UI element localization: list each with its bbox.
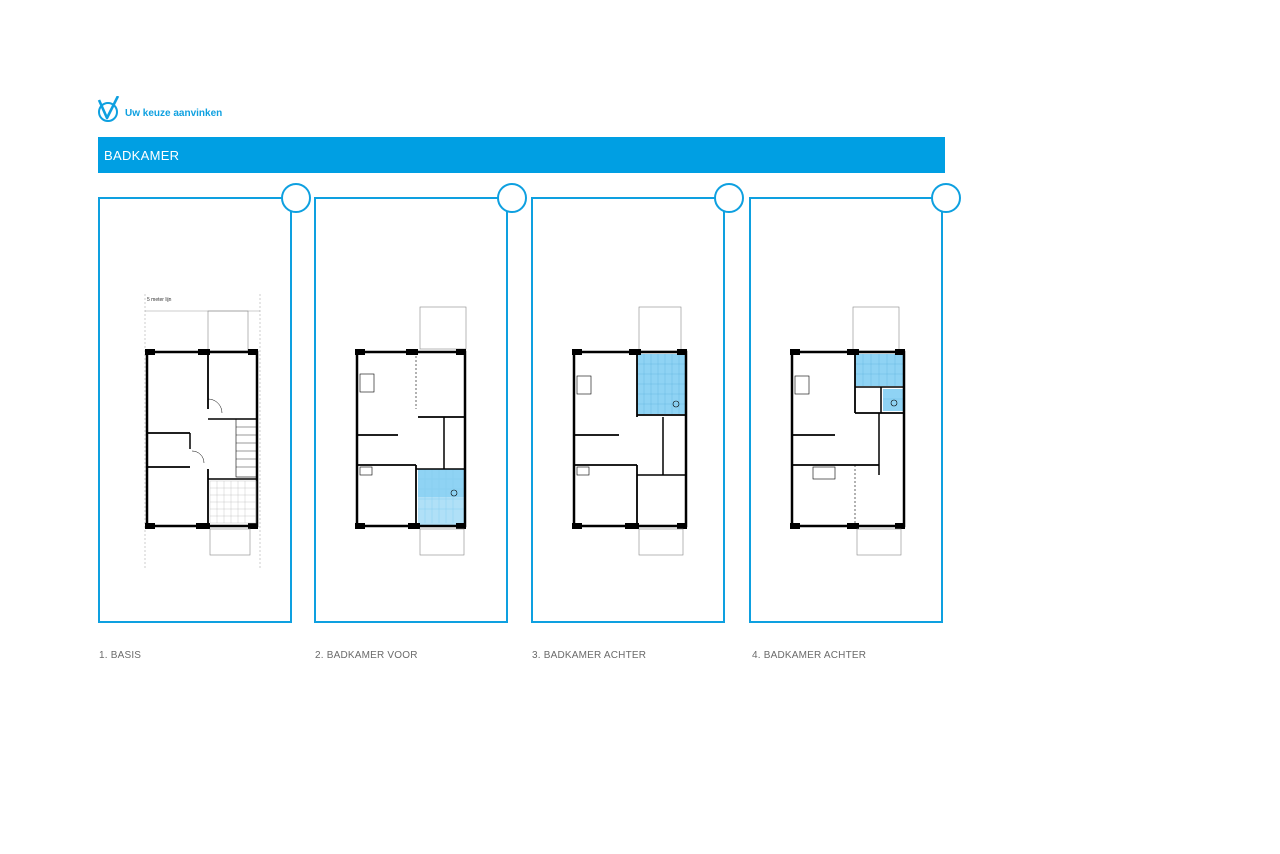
option-caption-2: 2. BADKAMER VOOR [315, 650, 418, 661]
option-caption-4: 4. BADKAMER ACHTER [752, 650, 867, 661]
option-caption-3: 3. BADKAMER ACHTER [532, 650, 647, 661]
option-checkbox-3[interactable] [714, 183, 744, 213]
hint-text: Uw keuze aanvinken [125, 107, 223, 119]
floorplan-badkamer-achter-2 [790, 306, 906, 556]
option-card-2[interactable] [314, 197, 508, 623]
option-checkbox-1[interactable] [281, 183, 311, 213]
option-checkbox-2[interactable] [497, 183, 527, 213]
checkmark-icon [97, 96, 120, 122]
option-checkbox-4[interactable] [931, 183, 961, 213]
five-meter-line-label: 5 meter lijn [147, 297, 172, 303]
hint: Uw keuze aanvinken [97, 96, 222, 124]
section-title: BADKAMER [104, 148, 180, 163]
section-banner: BADKAMER [98, 137, 945, 173]
option-card-4[interactable] [749, 197, 943, 623]
floorplan-basis [144, 294, 261, 569]
option-card-1[interactable]: 5 meter lijn [98, 197, 292, 623]
option-caption-1: 1. BASIS [99, 650, 142, 661]
floorplan-badkamer-achter [572, 306, 688, 556]
floorplan-badkamer-voor [355, 306, 467, 556]
option-card-3[interactable] [531, 197, 725, 623]
